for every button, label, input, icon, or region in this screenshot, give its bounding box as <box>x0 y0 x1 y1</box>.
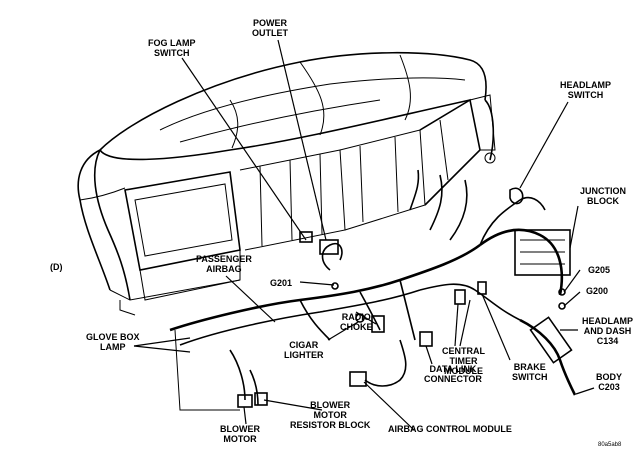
headlamp-dash-connector <box>529 316 573 364</box>
power-outlet-connector <box>319 239 339 255</box>
wiring-harness <box>169 169 577 411</box>
headlamp-switch-connector <box>509 187 524 205</box>
airbag-control-module-shape <box>349 371 367 387</box>
airbag-control-module-label: AIRBAG CONTROL MODULE <box>388 424 512 434</box>
leader-lines <box>133 39 595 431</box>
blower-resistor-shape <box>254 392 268 406</box>
g205-label: G205 <box>588 265 611 275</box>
corner-code-label: 80a5ab8 <box>598 442 622 448</box>
fog-lamp-switch-connector <box>299 231 313 243</box>
g205-ground <box>558 288 566 296</box>
g201-label: G201 <box>270 278 293 288</box>
central-timer-module-shape <box>454 289 466 305</box>
dashboard-outline <box>77 51 496 316</box>
g200-label: G200 <box>586 286 609 296</box>
data-link-connector-shape <box>419 331 433 347</box>
junction-block-shape <box>514 229 571 276</box>
side-mark-label: (D) <box>50 262 63 272</box>
g201-ground <box>331 282 339 290</box>
blower-motor-shape <box>237 394 253 408</box>
radio-choke-shape <box>371 315 385 333</box>
g200-ground <box>558 302 566 310</box>
